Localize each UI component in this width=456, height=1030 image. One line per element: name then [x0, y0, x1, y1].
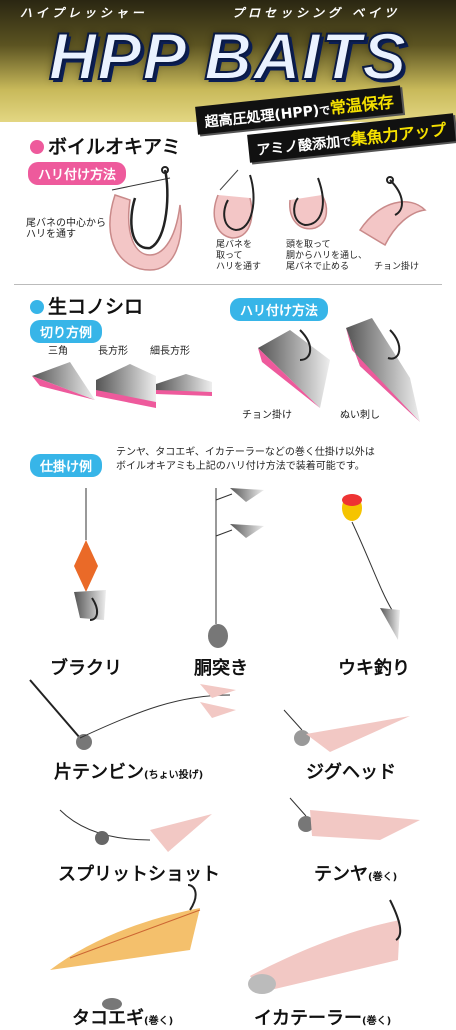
okiami-large-icon [109, 166, 182, 271]
rig-label-tenya: テンヤ(巻く) [314, 864, 398, 885]
badge-hook-method: ハリ付け方法 [28, 162, 127, 185]
split-shot-rig-icon [59, 809, 212, 852]
section-title-konoshiro: 生コノシロ [30, 292, 143, 319]
title-reading-left: ハイプレッシャー [20, 6, 148, 20]
section-title-boil-okiami: ボイルオキアミ [30, 132, 181, 159]
label-remove-tail: 尾バネを 取って ハリを通す [216, 240, 262, 272]
okiami-tail-removed-icon [213, 169, 255, 239]
label-cut-slim: 細長方形 [150, 346, 190, 357]
title-reading-right: プロセッシング ベイツ [232, 6, 401, 20]
rig-label-tako-egi: タコエギ(巻く) [72, 1008, 174, 1029]
cut-rectangle-icon [96, 364, 156, 408]
ika-teiler-rig-icon [248, 899, 402, 994]
hook-nui-sashi-icon [346, 318, 420, 422]
rig-label-uki: ウキ釣り [338, 658, 410, 679]
label-cut-rectangle: 長方形 [98, 346, 128, 357]
hook-chon-gake-icon [258, 329, 330, 408]
label-nui-sashi: ぬい刺し [340, 410, 380, 421]
label-chon-gake-okiami: チョン掛け [374, 262, 420, 272]
blue-dot-icon [30, 300, 44, 314]
rig-illustrations [29, 488, 420, 1010]
badge-rig-example: 仕掛け例 [30, 454, 103, 477]
rig-label-dozuki: 胴突き [194, 658, 248, 679]
dozuki-rig-icon [208, 488, 264, 648]
jig-head-rig-icon [283, 709, 410, 752]
rig-label-burakuri: ブラクリ [50, 658, 122, 679]
konoshiro-illustrations [32, 318, 420, 422]
kata-tenbin-rig-icon [29, 679, 236, 750]
label-remove-head: 頭を取って 胴からハリを通し、 尾バネで止める [286, 240, 368, 272]
rig-note: テンヤ、タコエギ、イカテーラーなどの巻く仕掛け以外は ボイルオキアミも上記のハリ… [116, 447, 375, 472]
okiami-hooking-illustrations [109, 166, 427, 271]
uki-rig-icon [342, 494, 400, 640]
rig-label-kata-tenbin: 片テンビン(ちょい投げ) [54, 762, 204, 783]
rig-label-jig-head: ジグヘッド [306, 762, 396, 783]
rig-label-split-shot: スプリットショット [58, 864, 220, 885]
cut-triangle-icon [32, 362, 95, 400]
cut-slim-icon [156, 374, 212, 396]
label-chon-gake: チョン掛け [242, 410, 292, 421]
burakuri-rig-icon [74, 488, 106, 621]
label-tail-center: 尾バネの中心から ハリを通す [26, 218, 106, 240]
tako-egi-rig-icon [50, 884, 201, 1010]
tenya-rig-icon [289, 797, 420, 840]
badge-hook-method-konoshiro: ハリ付け方法 [230, 298, 329, 321]
rig-label-ika-teiler: イカテーラー(巻く) [254, 1008, 392, 1029]
label-cut-triangle: 三角 [48, 346, 68, 357]
okiami-chon-gake-icon [358, 176, 427, 247]
page-title: HPP BAITS [48, 18, 408, 94]
pink-dot-icon [30, 140, 44, 154]
okiami-head-removed-icon [289, 177, 328, 230]
badge-cut-example: 切り方例 [30, 320, 103, 343]
section-divider [14, 284, 442, 285]
